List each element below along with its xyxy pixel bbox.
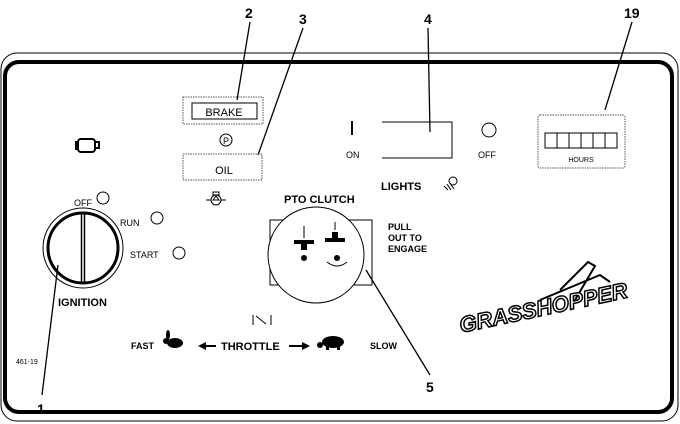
headlight-icon <box>443 176 458 191</box>
logo-text: GRASSHOPPER <box>457 278 630 338</box>
parking-symbol: P <box>223 136 229 146</box>
throttle-icon <box>252 315 272 325</box>
hour-meter-label: HOURS <box>568 157 594 164</box>
lights-label: LIGHTS <box>381 181 421 193</box>
oil-label: OIL <box>215 165 233 177</box>
callout-line-4 <box>427 27 431 133</box>
callout-5: 5 <box>426 379 434 395</box>
grasshopper-logo: GRASSHOPPER <box>456 260 631 338</box>
pto-switch[interactable] <box>267 206 365 304</box>
callout-line-19 <box>604 21 633 111</box>
engine-icon <box>75 138 100 153</box>
arrow-right-icon <box>289 342 310 350</box>
ignition-off-label: OFF <box>74 198 92 208</box>
brake-label: BRAKE <box>205 107 242 119</box>
pto-title: PTO CLUTCH <box>284 194 355 206</box>
throttle-label: THROTTLE <box>221 341 280 353</box>
run-icon <box>150 211 164 225</box>
pto-engage-icon <box>325 222 348 267</box>
throttle-fast-label: FAST <box>131 341 155 351</box>
pto-instruction-1: PULL <box>388 222 412 232</box>
callout-line-1 <box>41 264 59 396</box>
pto-instruction-2: OUT TO <box>388 233 422 243</box>
callout-4: 4 <box>424 11 432 27</box>
ignition-run-label: RUN <box>120 218 140 228</box>
hour-meter <box>537 114 626 169</box>
brake-indicator-frame <box>182 96 264 125</box>
callout-line-5 <box>365 269 431 376</box>
hour-meter-digits <box>544 132 618 149</box>
callout-1: 1 <box>37 401 45 417</box>
oil-pressure-icon <box>206 191 226 206</box>
part-number: 461-19 <box>16 359 38 366</box>
ignition-label: IGNITION <box>58 297 107 309</box>
brake-indicator <box>191 102 258 120</box>
callout-line-2 <box>236 21 251 101</box>
rabbit-icon <box>163 330 183 348</box>
callout-19: 19 <box>624 5 640 21</box>
panel-outer-border <box>0 52 679 422</box>
callout-2: 2 <box>245 5 253 21</box>
pto-disengage-icon <box>294 226 314 261</box>
lights-on-label: ON <box>346 150 360 160</box>
lights-switch[interactable] <box>382 121 453 159</box>
lights-off-mark <box>481 122 497 138</box>
start-icon <box>172 246 186 260</box>
throttle-slow-label: SLOW <box>370 341 398 351</box>
callouts <box>41 21 633 396</box>
lights-off-label: OFF <box>478 150 496 160</box>
stop-icon <box>96 191 110 205</box>
panel-inner-border <box>3 60 674 414</box>
parking-brake-icon <box>219 133 233 147</box>
callout-3: 3 <box>299 11 307 27</box>
arrow-left-icon <box>198 342 216 350</box>
callout-line-3 <box>257 27 304 156</box>
turtle-icon <box>317 336 344 350</box>
pto-instruction-3: ENGAGE <box>388 244 427 254</box>
ignition-switch[interactable] <box>42 207 124 289</box>
ignition-start-label: START <box>130 250 159 260</box>
